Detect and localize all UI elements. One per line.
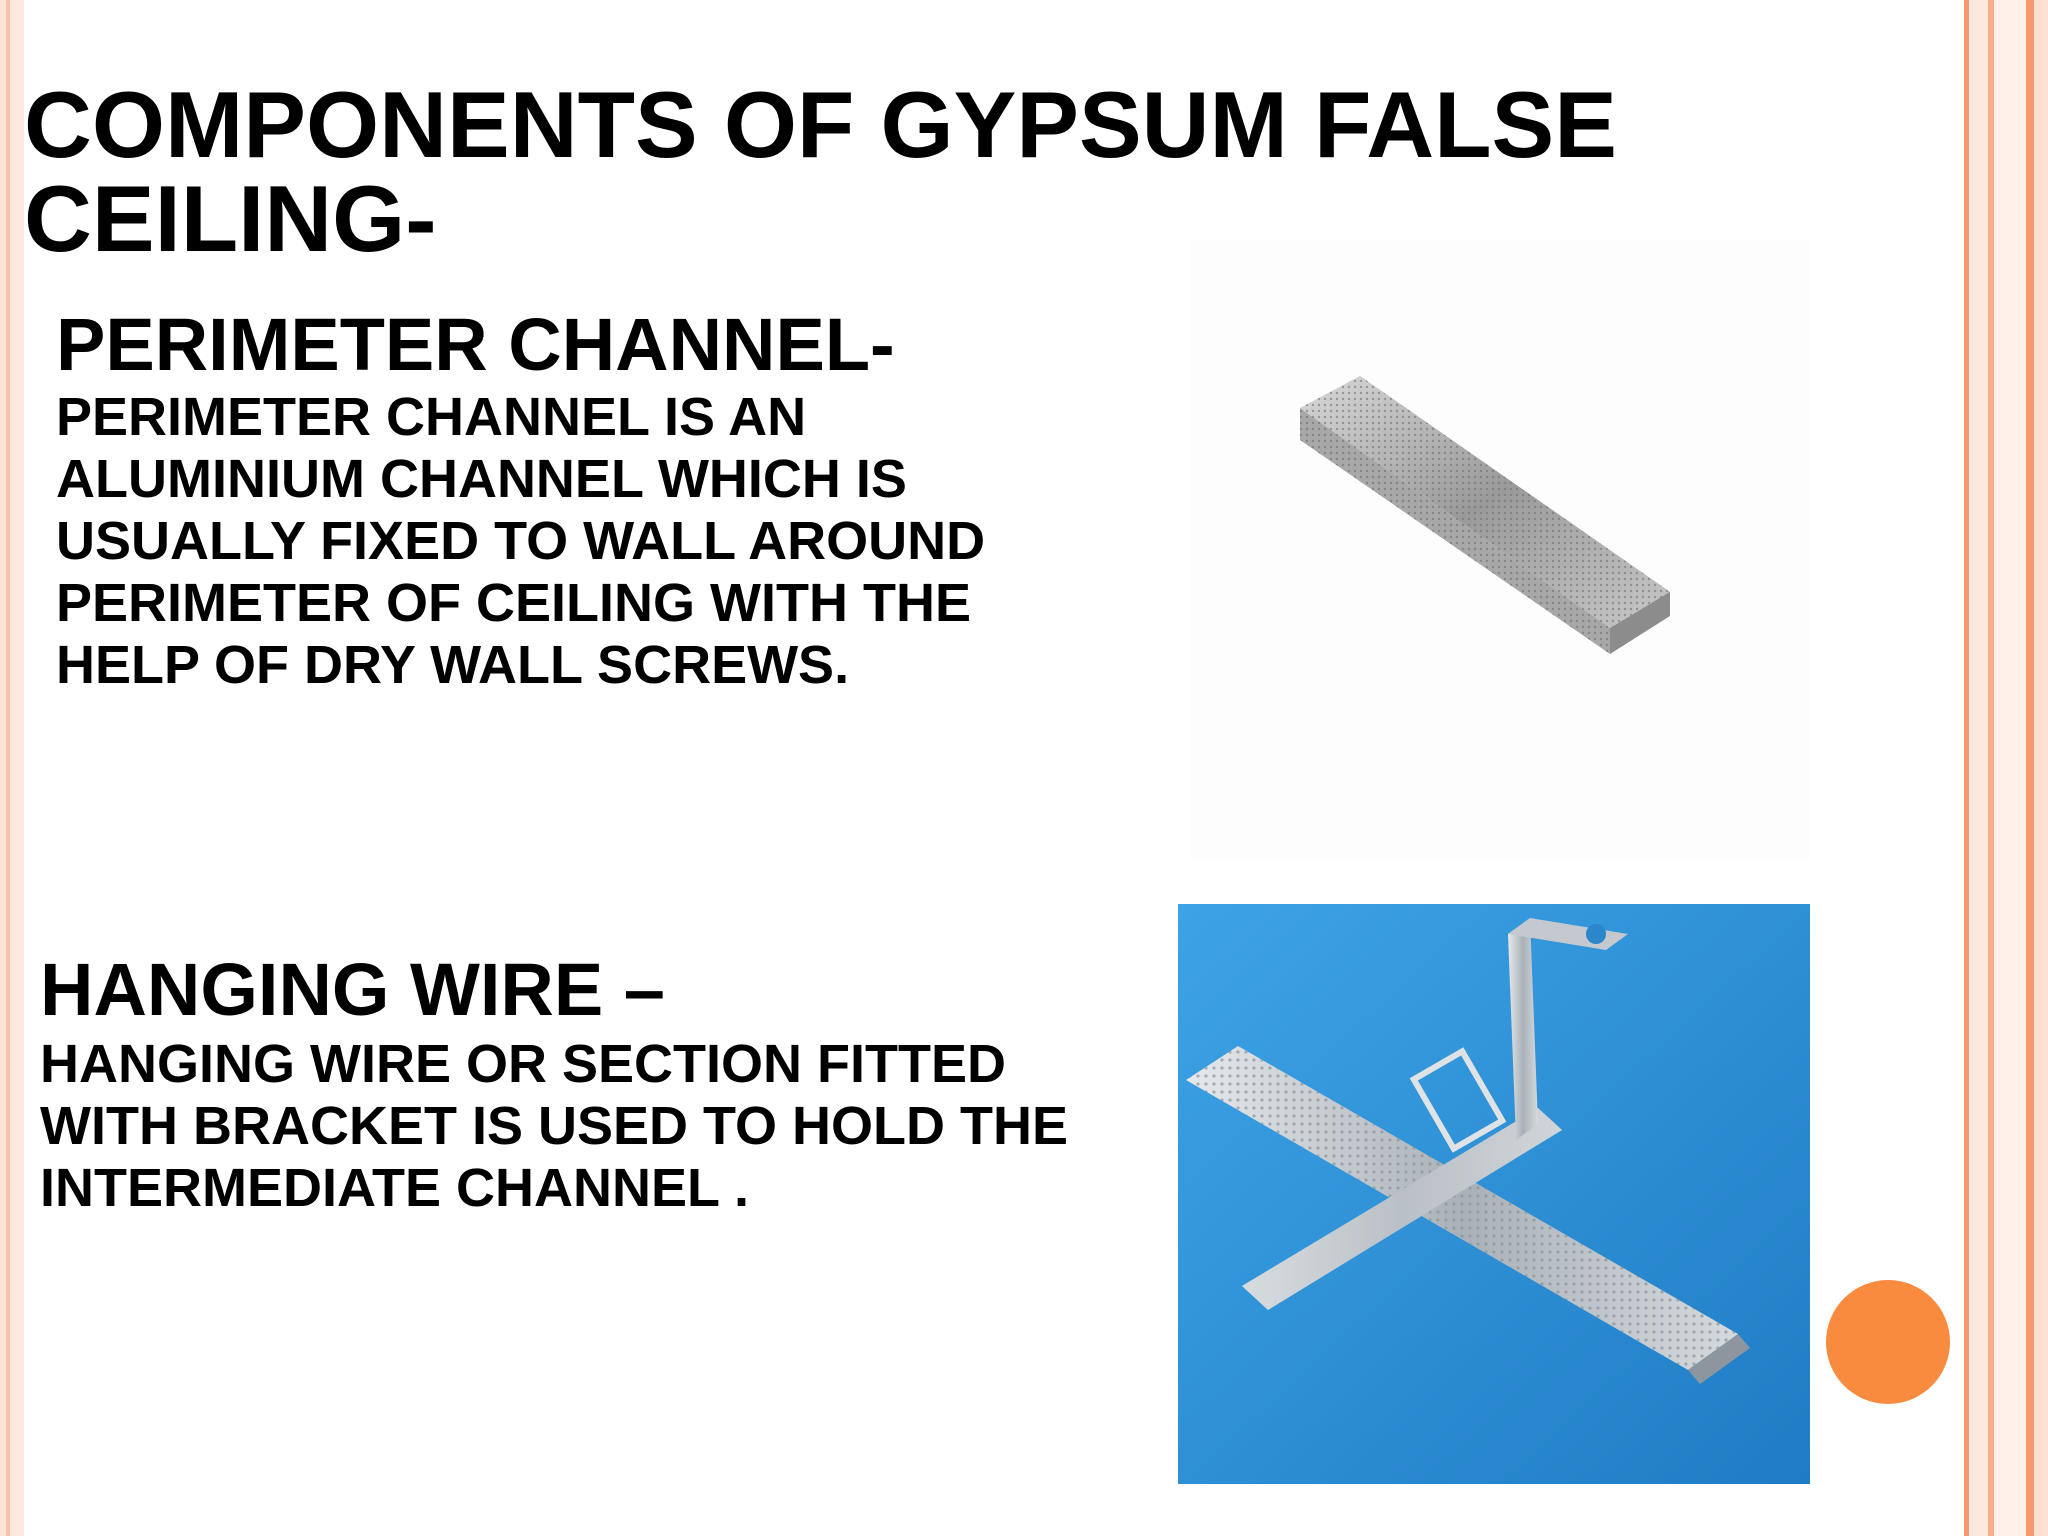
accent-circle [1826, 1280, 1950, 1404]
hanging-wire-heading: HANGING WIRE – [40, 948, 665, 1031]
perimeter-channel-description: PERIMETER CHANNEL IS AN ALUMINIUM CHANNE… [56, 387, 986, 695]
slide-title: COMPONENTS OF GYPSUM FALSE CEILING- [24, 72, 1617, 271]
hanging-wire-section: HANGING WIRE – HANGING WIRE OR SECTION F… [40, 953, 1120, 1219]
hanging-wire-description: HANGING WIRE OR SECTION FITTED WITH BRAC… [40, 1034, 1069, 1218]
hanging-wire-bracket-image [1178, 904, 1810, 1484]
perimeter-channel-heading: PERIMETER CHANNEL- [56, 303, 895, 386]
slide-left-border [0, 0, 24, 1536]
perimeter-channel-section: PERIMETER CHANNEL- PERIMETER CHANNEL IS … [56, 308, 1096, 696]
perimeter-channel-image [1190, 240, 1810, 860]
slide-right-border [1960, 0, 2048, 1536]
